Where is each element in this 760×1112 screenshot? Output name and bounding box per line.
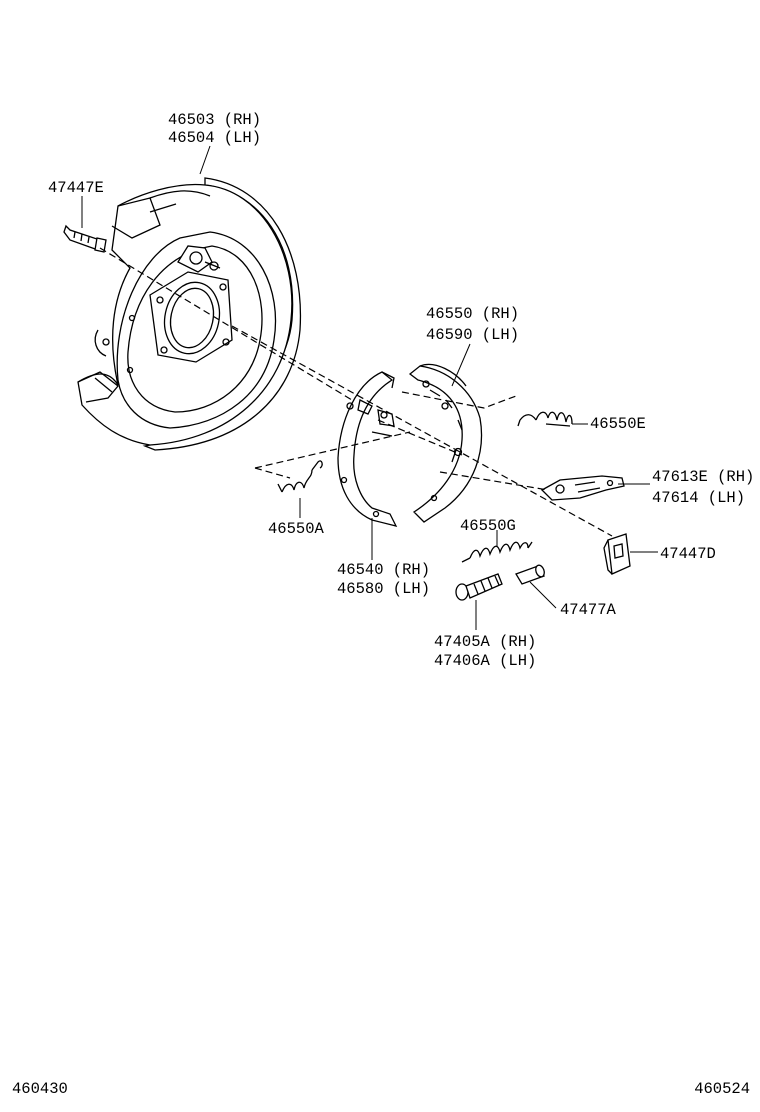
label-46550-rh: 46550 (RH) bbox=[426, 305, 519, 323]
label-46580-lh: 46580 (LH) bbox=[337, 580, 430, 598]
label-46503-rh: 46503 (RH) bbox=[168, 111, 261, 129]
footer-right-code: 460524 bbox=[694, 1080, 750, 1098]
backing-plate-drawing bbox=[77, 177, 302, 451]
leader-lines bbox=[81, 145, 658, 630]
label-46550g: 46550G bbox=[460, 517, 516, 535]
label-47447d: 47447D bbox=[660, 545, 716, 563]
label-46550e: 46550E bbox=[590, 415, 646, 433]
label-47613e-rh: 47613E (RH) bbox=[652, 468, 754, 486]
clip-drawing bbox=[603, 533, 631, 575]
label-47614-lh: 47614 (LH) bbox=[652, 489, 745, 507]
label-47405a-rh: 47405A (RH) bbox=[434, 633, 536, 651]
callout-labels: 46503 (RH) 46504 (LH) 47447E 46550 (RH) … bbox=[48, 111, 754, 670]
label-47447e: 47447E bbox=[48, 179, 104, 197]
sleeve-drawing bbox=[515, 564, 545, 585]
adjuster-screw-drawing bbox=[455, 573, 503, 601]
adjuster-lever-drawing bbox=[540, 475, 625, 501]
bolt-drawing bbox=[63, 224, 107, 253]
label-46504-lh: 46504 (LH) bbox=[168, 129, 261, 147]
brake-shoe-upper-drawing bbox=[408, 363, 483, 523]
label-46540-rh: 46540 (RH) bbox=[337, 561, 430, 579]
spring-46550a-drawing bbox=[277, 460, 323, 493]
spring-46550e-drawing bbox=[517, 411, 573, 427]
label-47477a: 47477A bbox=[560, 601, 617, 619]
label-47406a-lh: 47406A (LH) bbox=[434, 652, 536, 670]
assembly-dashed-lines bbox=[99, 247, 613, 537]
label-46550a: 46550A bbox=[268, 520, 325, 538]
brake-shoe-lower-drawing bbox=[337, 371, 398, 527]
label-46590-lh: 46590 (LH) bbox=[426, 326, 519, 344]
footer-left-code: 460430 bbox=[12, 1080, 68, 1098]
spring-46550g-drawing bbox=[461, 541, 533, 563]
